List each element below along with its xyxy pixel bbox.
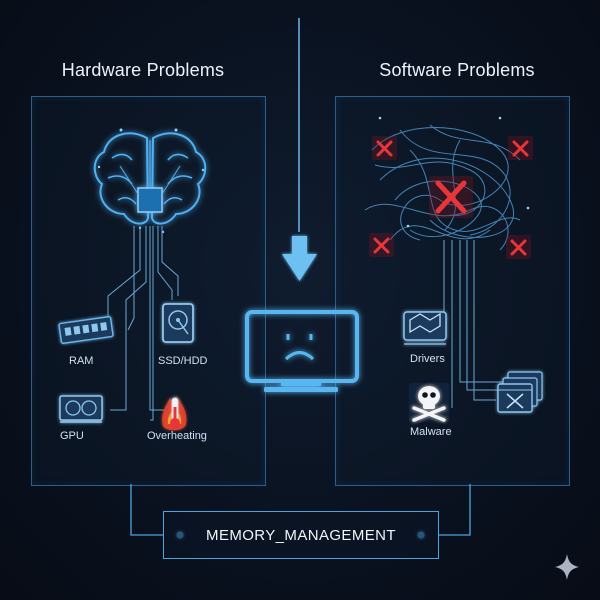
gpu-label: GPU xyxy=(60,430,84,442)
hardware-problems-title: Hardware Problems xyxy=(61,60,225,80)
overheating-label: Overheating xyxy=(147,430,207,442)
ram-label: RAM xyxy=(69,355,94,367)
skull-crossbones-icon xyxy=(409,383,449,422)
sad-monitor-icon xyxy=(245,310,359,392)
error-x-icon-bottom-left xyxy=(369,233,394,257)
error-x-icon-large xyxy=(429,176,473,218)
error-x-icon-bottom-right xyxy=(506,235,531,259)
brain-sparkles xyxy=(97,128,205,234)
malware-label: Malware xyxy=(410,426,452,438)
window-error-icon xyxy=(497,371,543,413)
tangled-code-network xyxy=(364,124,521,251)
network-sparkles xyxy=(378,116,530,228)
drivers-label: Drivers xyxy=(410,353,445,365)
hardware-wires xyxy=(107,226,179,421)
software-wires xyxy=(443,240,502,408)
bottom-connectors xyxy=(130,484,471,536)
software-problems-title: Software Problems xyxy=(379,60,535,80)
sparkle-logo-icon xyxy=(555,554,579,580)
ram-icon xyxy=(58,315,114,345)
gpu-icon xyxy=(59,395,103,423)
down-arrow-icon xyxy=(282,236,317,281)
hard-drive-icon xyxy=(162,303,194,343)
brain-circuit-icon xyxy=(93,132,207,225)
error-code-text: MEMORY_MANAGEMENT xyxy=(206,526,396,544)
error-x-icon-top-left xyxy=(372,136,397,160)
thermometer-fire-icon xyxy=(162,396,187,431)
ssd-hdd-label: SSD/HDD xyxy=(158,355,208,367)
error-code-box: MEMORY_MANAGEMENT xyxy=(163,511,439,559)
error-x-icon-top-right xyxy=(508,136,533,160)
driver-icon xyxy=(403,311,447,345)
